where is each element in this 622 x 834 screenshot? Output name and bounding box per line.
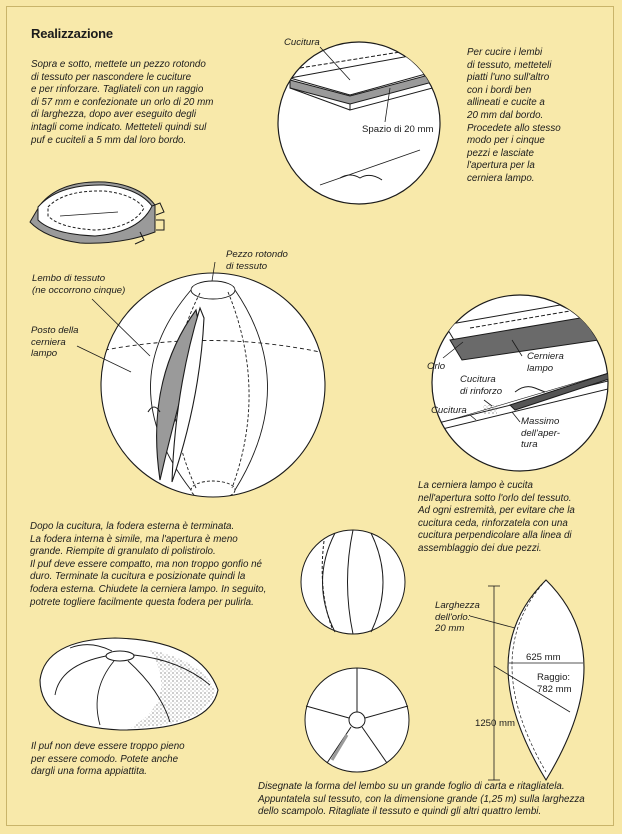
label-larghezza: Larghezza dell'orlo: 20 mm — [435, 600, 480, 635]
label-1250: 1250 mm — [475, 718, 515, 729]
seam-paragraph: Per cucire i lembi di tessuto, metteteli… — [467, 47, 561, 184]
pattern-shape-drawing — [469, 579, 585, 782]
comfort-paragraph: Il puf non deve essere troppo pieno per … — [31, 741, 185, 778]
label-cerniera: Cerniera lampo — [527, 351, 564, 374]
label-cucitura-zip: Cucitura — [431, 405, 467, 416]
round-piece-drawing — [29, 181, 165, 245]
label-lembo: Lembo di tessuto (ne occorrono cinque) — [32, 273, 126, 296]
filling-paragraph: Dopo la cucitura, la fodera esterna è te… — [30, 521, 267, 608]
big-puf-drawing — [100, 272, 326, 498]
label-massimo: Massimo dell'aper- tura — [521, 416, 560, 451]
zipper-detail-drawing — [431, 294, 609, 472]
label-raggio: Raggio: 782 mm — [537, 672, 572, 695]
label-cucitura-top: Cucitura — [284, 37, 320, 48]
label-cucitura-rinforzo: Cucitura di rinforzo — [460, 374, 503, 397]
label-spazio: Spazio di 20 mm — [362, 124, 434, 135]
label-orlo: Orlo — [427, 361, 446, 372]
seam-detail-drawing — [277, 41, 441, 205]
label-625: 625 mm — [526, 652, 561, 663]
label-pezzo-rotondo: Pezzo rotondo di tessuto — [226, 249, 288, 272]
intro-paragraph: Sopra e sotto, mettete un pezzo rotondo … — [31, 59, 214, 146]
pattern-paragraph: Disegnate la forma del lembo su un grand… — [258, 781, 585, 818]
label-posto: Posto della cerniera lampo — [31, 325, 79, 360]
zipper-paragraph: La cerniera lampo è cucita nell'apertura… — [418, 480, 575, 554]
flat-puf-drawing — [39, 637, 219, 731]
page-title: Realizzazione — [31, 26, 113, 41]
top-view-sphere-drawing — [304, 667, 410, 773]
small-sphere-drawing — [300, 529, 406, 635]
